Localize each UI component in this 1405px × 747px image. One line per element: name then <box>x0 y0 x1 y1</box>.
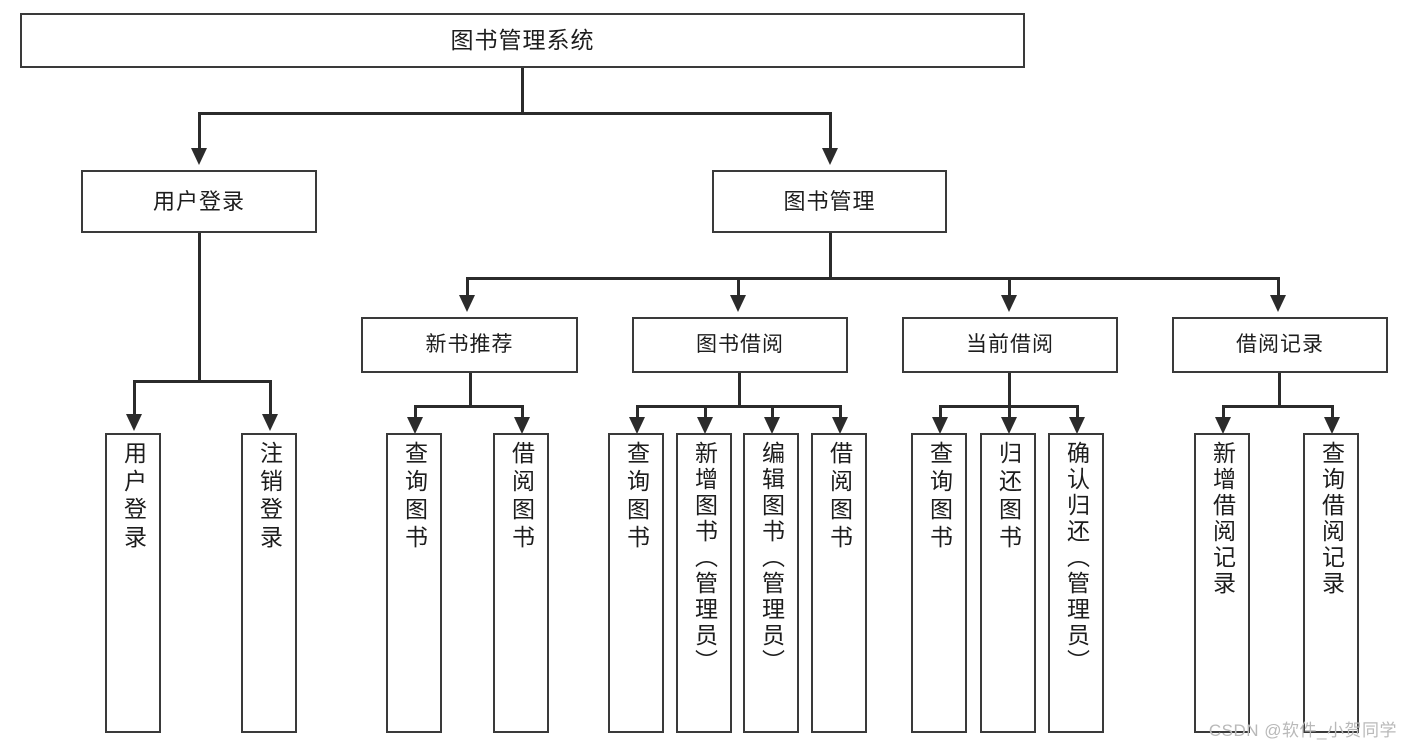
connector-cb-to-leaf-1 <box>939 405 942 419</box>
connector-bb-to-leaf-3 <box>771 405 774 419</box>
connector-br-to-leaf-2 <box>1331 405 1334 419</box>
arrowhead-root-to-book-management <box>822 148 838 165</box>
connector-bm-to-current-borrow <box>1008 277 1011 295</box>
connector-root-bar <box>198 112 832 115</box>
arrowhead-cb-to-leaf-2 <box>1001 417 1017 434</box>
node-book-management[interactable]: 图书管理 <box>712 170 947 233</box>
leaf-book-borrow-edit-book-admin[interactable]: 编辑图书（管理员） <box>743 433 799 733</box>
connector-book-management-bar <box>466 277 1280 280</box>
arrowhead-cb-to-leaf-3 <box>1069 417 1085 434</box>
arrowhead-bb-to-leaf-3 <box>764 417 780 434</box>
arrowhead-bb-to-leaf-4 <box>832 417 848 434</box>
leaf-new-book-borrow-book[interactable]: 借阅图书 <box>493 433 549 733</box>
node-label: 当前借阅 <box>966 332 1054 356</box>
node-label: 注销登录 <box>256 441 283 553</box>
connector-cb-stem <box>1008 373 1011 408</box>
connector-bb-stem <box>738 373 741 408</box>
arrowhead-br-to-leaf-2 <box>1324 417 1340 434</box>
node-label: 归还图书 <box>995 441 1022 553</box>
connector-user-login-to-leaf-1 <box>133 380 136 414</box>
node-label: 查询图书 <box>623 441 650 553</box>
leaf-book-borrow-add-book-admin[interactable]: 新增图书（管理员） <box>676 433 732 733</box>
connector-br-stem <box>1278 373 1281 408</box>
arrowhead-bm-to-current-borrow <box>1001 295 1017 312</box>
leaf-user-login-logout[interactable]: 注销登录 <box>241 433 297 733</box>
arrowhead-br-to-leaf-1 <box>1215 417 1231 434</box>
node-label: 借阅记录 <box>1236 332 1324 356</box>
arrowhead-cb-to-leaf-1 <box>932 417 948 434</box>
node-label: 图书管理系统 <box>450 26 595 53</box>
connector-bb-to-leaf-2 <box>704 405 707 419</box>
connector-nbr-to-leaf-1 <box>414 405 417 419</box>
node-label: 新增图书（管理员） <box>691 441 718 675</box>
node-label: 编辑图书（管理员） <box>758 441 785 675</box>
connector-br-bar <box>1222 405 1334 408</box>
node-label: 用户登录 <box>120 441 147 553</box>
arrowhead-bb-to-leaf-1 <box>629 417 645 434</box>
node-label: 图书管理 <box>783 188 876 214</box>
node-label: 借阅图书 <box>508 441 535 553</box>
connector-nbr-to-leaf-2 <box>521 405 524 419</box>
leaf-current-borrow-query-book[interactable]: 查询图书 <box>911 433 967 733</box>
connector-br-to-leaf-1 <box>1222 405 1225 419</box>
node-label: 查询图书 <box>401 441 428 553</box>
node-new-book-recommend[interactable]: 新书推荐 <box>361 317 578 373</box>
connector-book-management-stem <box>829 233 832 279</box>
arrowhead-bm-to-borrow-record <box>1270 295 1286 312</box>
leaf-borrow-record-query-record[interactable]: 查询借阅记录 <box>1303 433 1359 733</box>
node-current-borrow[interactable]: 当前借阅 <box>902 317 1118 373</box>
connector-bb-bar <box>636 405 842 408</box>
leaf-borrow-record-add-record[interactable]: 新增借阅记录 <box>1194 433 1250 733</box>
node-label: 用户登录 <box>152 188 245 214</box>
leaf-current-borrow-confirm-return-admin[interactable]: 确认归还（管理员） <box>1048 433 1104 733</box>
arrowhead-bm-to-new-book <box>459 295 475 312</box>
connector-nbr-bar <box>414 405 524 408</box>
node-root-book-management-system[interactable]: 图书管理系统 <box>20 13 1025 68</box>
arrowhead-user-login-to-leaf-1 <box>126 414 142 431</box>
leaf-current-borrow-return-book[interactable]: 归还图书 <box>980 433 1036 733</box>
connector-nbr-stem <box>469 373 472 408</box>
connector-root-to-book-management <box>829 112 832 148</box>
node-label: 借阅图书 <box>826 441 853 553</box>
leaf-user-login-login[interactable]: 用户登录 <box>105 433 161 733</box>
connector-bm-to-new-book <box>466 277 469 295</box>
node-label: 查询借阅记录 <box>1318 441 1345 597</box>
node-label: 查询图书 <box>926 441 953 553</box>
arrowhead-nbr-to-leaf-1 <box>407 417 423 434</box>
connector-bb-to-leaf-1 <box>636 405 639 419</box>
arrowhead-root-to-user-login <box>191 148 207 165</box>
connector-root-stem <box>521 68 524 114</box>
leaf-book-borrow-query-book[interactable]: 查询图书 <box>608 433 664 733</box>
connector-root-to-user-login <box>198 112 201 148</box>
arrowhead-nbr-to-leaf-2 <box>514 417 530 434</box>
node-user-login[interactable]: 用户登录 <box>81 170 317 233</box>
node-borrow-record[interactable]: 借阅记录 <box>1172 317 1388 373</box>
connector-user-login-bar <box>133 380 269 383</box>
leaf-new-book-query-book[interactable]: 查询图书 <box>386 433 442 733</box>
arrowhead-bm-to-book-borrow <box>730 295 746 312</box>
connector-bm-to-book-borrow <box>737 277 740 295</box>
leaf-book-borrow-borrow-book[interactable]: 借阅图书 <box>811 433 867 733</box>
connector-bb-to-leaf-4 <box>839 405 842 419</box>
connector-user-login-to-leaf-2 <box>269 380 272 414</box>
connector-cb-to-leaf-2 <box>1008 405 1011 419</box>
node-book-borrow[interactable]: 图书借阅 <box>632 317 848 373</box>
connector-bm-to-borrow-record <box>1277 277 1280 295</box>
node-label: 图书借阅 <box>696 332 784 356</box>
node-label: 新增借阅记录 <box>1209 441 1236 597</box>
arrowhead-bb-to-leaf-2 <box>697 417 713 434</box>
connector-user-login-stem <box>198 233 201 383</box>
csdn-watermark: CSDN @软件_小贺同学 <box>1208 721 1397 740</box>
arrowhead-user-login-to-leaf-2 <box>262 414 278 431</box>
connector-cb-to-leaf-3 <box>1076 405 1079 419</box>
node-label: 新书推荐 <box>425 332 514 356</box>
node-label: 确认归还（管理员） <box>1063 441 1090 675</box>
